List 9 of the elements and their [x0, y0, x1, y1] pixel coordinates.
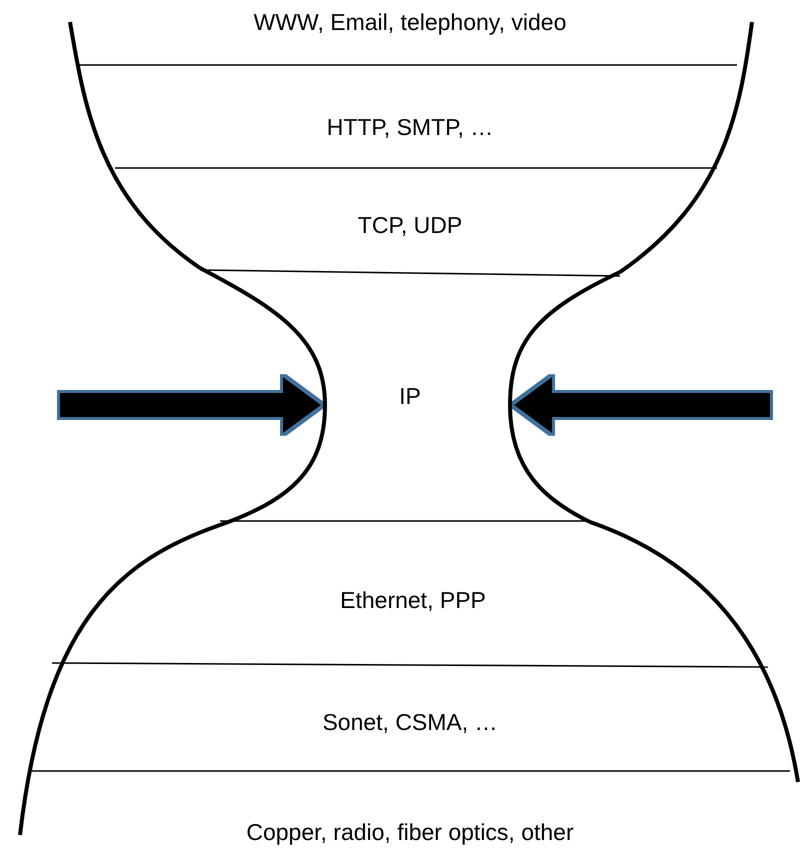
layer-label: IP — [399, 382, 421, 410]
layer-label: Copper, radio, fiber optics, other — [246, 818, 574, 846]
layer-label: TCP, UDP — [358, 212, 462, 238]
layer-label: Sonet, CSMA, … — [322, 708, 498, 736]
layer-label: HTTP, SMTP, … — [326, 114, 494, 141]
layer-label: WWW, Email, telephony, video — [254, 9, 566, 36]
block-arrow — [60, 377, 321, 433]
block-arrow — [514, 377, 770, 433]
layer-label: Ethernet, PPP — [340, 586, 486, 614]
